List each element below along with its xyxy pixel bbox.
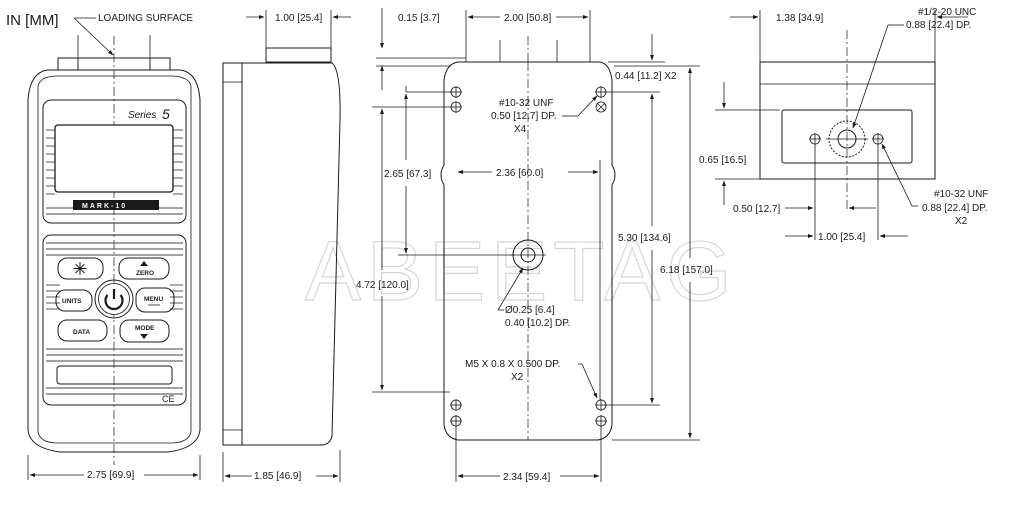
menu-button[interactable]: [135, 287, 175, 313]
back-thread-top-line1: #10-32 UNF: [499, 98, 553, 109]
label-window: [56, 365, 173, 385]
front-housing: [27, 69, 201, 453]
back-offset-top-dim: 0.15 [3.7]: [398, 13, 440, 24]
units-label: UNITS: [62, 298, 82, 305]
top-side-thread-line3: X2: [955, 216, 968, 227]
zero-button[interactable]: [118, 257, 170, 280]
zero-label: ZERO: [136, 270, 154, 277]
data-label: DATA: [73, 329, 90, 336]
front-view: LOADING SURFACE Series 5: [27, 13, 201, 481]
side-view: 1.00 [25.4] 1.85 [46.9]: [222, 10, 351, 482]
power-icon: [104, 289, 124, 311]
loading-surface-label: LOADING SURFACE: [98, 13, 193, 24]
top-center-thread-line2: 0.88 [22.4] DP.: [906, 20, 971, 31]
mode-label: MODE: [135, 325, 155, 332]
top-width-dim: 1.38 [34.9]: [776, 13, 823, 24]
back-metric-thread-line2: X2: [511, 372, 524, 383]
keypad-stripes: [46, 242, 183, 395]
up-arrow-icon: [140, 261, 148, 266]
back-height-holes-dim: 5.30 [134.6]: [618, 233, 671, 244]
menu-label: MENU: [144, 296, 163, 303]
sun-icon: [73, 262, 87, 275]
back-housing: [440, 61, 616, 441]
back-corner-offset-dim: 0.44 [11.2] X2: [615, 71, 677, 82]
down-arrow-icon: [140, 334, 148, 339]
mode-button[interactable]: [119, 319, 170, 343]
series-number: 5: [162, 106, 170, 122]
top-spacing-dim: 1.00 [25.4]: [818, 232, 865, 243]
front-width-dim: 2.75 [69.9]: [87, 470, 134, 481]
power-button[interactable]: [94, 279, 134, 319]
back-thread-top-line3: X4: [514, 124, 527, 135]
back-center-hole-line2: 0.40 [10.2] DP.: [505, 318, 570, 329]
watermark: ABEETAG: [305, 224, 738, 318]
corner-holes: [450, 86, 607, 427]
back-hole-spacing-dim: 2.36 [60.0]: [496, 168, 543, 179]
top-center-thread-line1: #1/2-20 UNC: [918, 7, 976, 18]
side-top-width-dim: 1.00 [25.4]: [275, 13, 322, 24]
upper-faceplate: [42, 99, 187, 224]
top-view: 1.38 [34.9] #1/2-20 UNC 0.88 [22.4] DP. …: [699, 7, 988, 243]
back-height-total-left-dim: 4.72 [120.0]: [356, 280, 409, 291]
top-height-dim: 0.65 [16.5]: [699, 155, 746, 166]
back-bottom-width-dim: 2.34 [59.4]: [503, 472, 550, 483]
brand-label: MARK-10: [82, 203, 127, 210]
top-offset-dim: 0.50 [12.7]: [733, 204, 780, 215]
back-thread-top-line2: 0.50 [12.7] DP.: [491, 111, 556, 122]
back-height-overall-dim: 6.18 [157.0]: [660, 265, 713, 276]
top-side-thread-line2: 0.88 [22.4] DP.: [922, 203, 987, 214]
side-housing: [222, 62, 341, 446]
data-button[interactable]: [57, 319, 108, 342]
lcd-display: [54, 124, 174, 193]
back-height-upper-dim: 2.65 [67.3]: [384, 169, 431, 180]
back-view: 0.15 [3.7] 2.00 [50.8] 0.44 [11.2] X2 #1…: [356, 8, 713, 483]
ce-mark: CE: [162, 394, 175, 404]
top-side-thread-line1: #10-32 UNF: [934, 189, 988, 200]
keypad-plate: [42, 234, 187, 406]
brand-plate: [73, 200, 159, 210]
series-label: Series: [128, 110, 156, 121]
back-top-width-dim: 2.00 [50.8]: [504, 13, 551, 24]
units-button[interactable]: [55, 289, 93, 312]
back-metric-thread-line1: M5 X 0.8 X 0.500 DP.: [465, 359, 560, 370]
backlight-button[interactable]: [57, 257, 104, 280]
side-load-boss: [265, 47, 332, 63]
back-center-hole-line1: Ø0.25 [6.4]: [505, 305, 555, 316]
units-label: IN [MM]: [6, 12, 59, 29]
loading-surface-arrow: [73, 17, 114, 56]
top-housing: [759, 61, 936, 180]
side-depth-dim: 1.85 [46.9]: [254, 471, 301, 482]
